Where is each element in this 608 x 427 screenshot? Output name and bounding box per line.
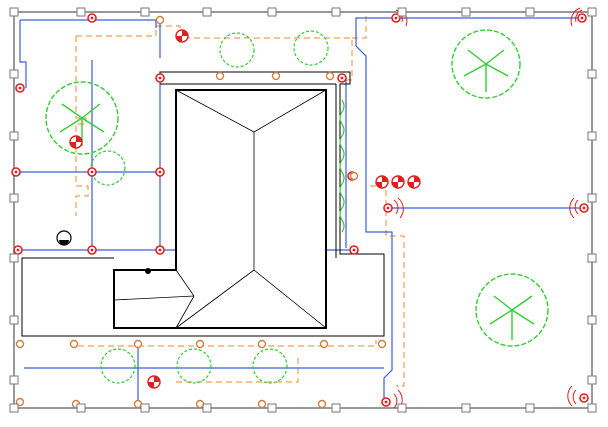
selection-handle-icon [397, 403, 407, 413]
tree-icon [475, 273, 549, 347]
entry-marker [145, 268, 151, 274]
selection-handle-icon [140, 7, 150, 17]
selection-handle-icon [76, 403, 86, 413]
selection-handle-icon [9, 69, 19, 79]
selection-handle-icon [331, 403, 341, 413]
selection-handle-icon [587, 253, 597, 263]
rotor-head-icon [319, 339, 329, 349]
rotor-head-icon [133, 399, 143, 409]
hedge-row [339, 99, 345, 233]
shrub-icon [219, 32, 255, 68]
selection-handle-icon [587, 131, 597, 141]
shrub-icon [100, 348, 136, 384]
walkway-outline [21, 71, 385, 337]
shrub-icon [293, 30, 329, 66]
selection-handle-icon [140, 403, 150, 413]
trees [45, 29, 549, 347]
selection-handle-icon [202, 403, 212, 413]
selection-handle-icon [9, 7, 19, 17]
shrubs [90, 30, 329, 384]
rotor-head-icon [195, 399, 205, 409]
selection-handle-icon [525, 403, 535, 413]
rotor-head-icon [377, 339, 387, 349]
selection-handle-icon [525, 7, 535, 17]
rotor-head-icon [271, 71, 281, 81]
rotor-heads[interactable] [15, 15, 387, 409]
selection-handle-icon [587, 315, 597, 325]
selection-handle-icon [461, 403, 471, 413]
shrub-icon [252, 348, 288, 384]
valve-icon [375, 175, 389, 189]
selection-handle-icon [9, 375, 19, 385]
water-supply-lines[interactable] [19, 17, 584, 404]
selection-handles[interactable] [9, 7, 597, 413]
selection-handle-icon [76, 7, 86, 17]
selection-handle-icon [9, 193, 19, 203]
rotor-head-icon [155, 15, 165, 25]
valve-icon [175, 29, 189, 43]
valves[interactable] [69, 29, 421, 389]
selection-handle-icon [267, 7, 277, 17]
selection-handle-icon [267, 403, 277, 413]
selection-handle-icon [397, 7, 407, 17]
selection-handle-icon [461, 7, 471, 17]
rotor-head-icon [317, 399, 327, 409]
house-footprint[interactable] [113, 89, 327, 329]
valve-icon [407, 175, 421, 189]
valve-icon [69, 135, 83, 149]
selection-handle-icon [9, 131, 19, 141]
selection-handle-icon [587, 375, 597, 385]
selection-handle-icon [587, 193, 597, 203]
rotor-head-icon [257, 339, 267, 349]
rotor-head-icon [69, 339, 79, 349]
sprinkler-centers [14, 16, 586, 404]
tree-icon [451, 29, 521, 99]
rotor-head-icon [257, 399, 267, 409]
rotor-head-icon [15, 339, 25, 349]
controller-icon[interactable] [56, 230, 72, 246]
tree-icon [45, 81, 119, 155]
rotor-head-icon [325, 71, 335, 81]
selection-handle-icon [587, 403, 597, 413]
rotor-head-icon [349, 171, 359, 181]
selection-handle-icon [331, 7, 341, 17]
shrub-icon [176, 348, 212, 384]
spray-arcs [393, 7, 583, 411]
selection-handle-icon [587, 69, 597, 79]
rotor-head-icon [133, 339, 143, 349]
valve-icon [391, 175, 405, 189]
selection-handle-icon [587, 7, 597, 17]
selection-handle-icon [9, 253, 19, 263]
valve-icon [147, 375, 161, 389]
selection-handle-icon [9, 315, 19, 325]
selection-handle-icon [9, 403, 19, 413]
rotor-head-icon [195, 339, 205, 349]
site-boundary-frame[interactable] [13, 11, 593, 409]
selection-handle-icon [202, 7, 212, 17]
rotor-head-icon [215, 71, 225, 81]
shrub-icon [90, 150, 126, 186]
